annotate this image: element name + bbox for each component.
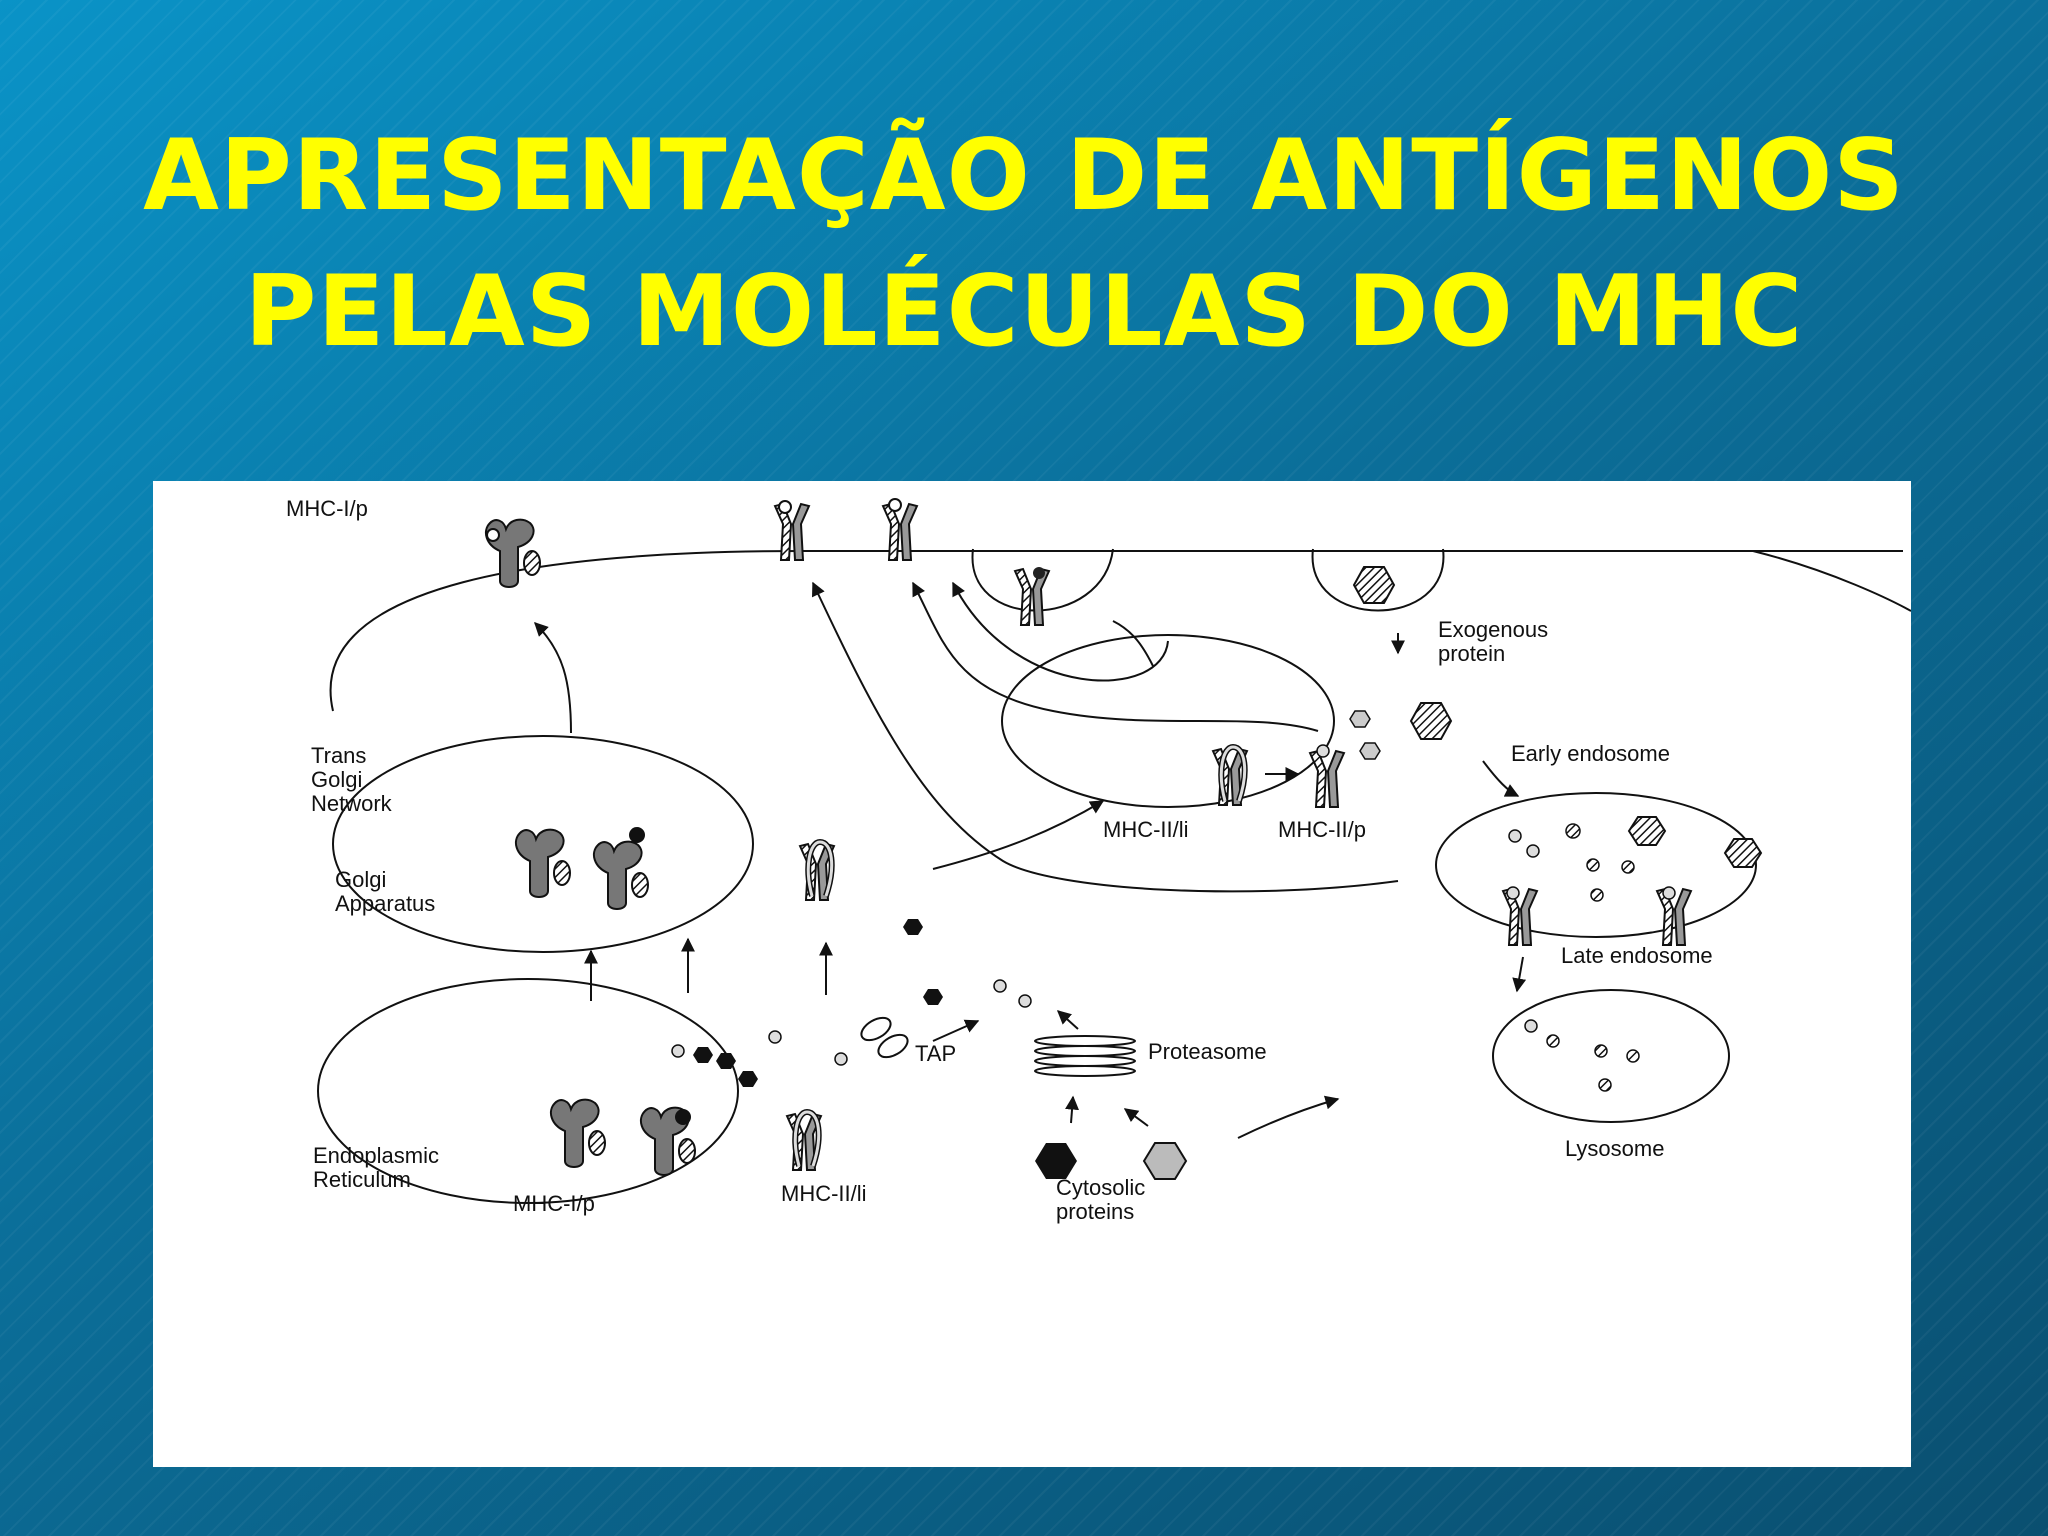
golgi-mhc1-2 xyxy=(592,827,649,910)
label-trans-2: Golgi xyxy=(311,767,362,792)
label-trans-3: Network xyxy=(311,791,393,816)
label-er-1: Endoplasmic xyxy=(313,1143,439,1168)
lysosome xyxy=(1492,989,1730,1123)
endosome-mhc2li xyxy=(1213,747,1247,805)
label-mhc1p-top: MHC-I/p xyxy=(286,496,368,521)
label-lysosome: Lysosome xyxy=(1565,1136,1664,1161)
endoplasmic-reticulum xyxy=(317,978,739,1204)
diagram-panel: MHC-I/p Exogenous protein Early endosome… xyxy=(153,481,1911,1467)
cytosolic-proteins xyxy=(1035,1142,1188,1180)
golgi-mhc1-1 xyxy=(514,828,571,898)
arrows xyxy=(534,581,1527,1139)
surface-mhc2p-1 xyxy=(774,500,810,561)
surface-mhc1p xyxy=(484,518,541,588)
label-mhc2p-endo: MHC-II/p xyxy=(1278,817,1366,842)
label-mhc1p-er: MHC-I/p xyxy=(513,1191,595,1216)
golgi-apparatus xyxy=(332,735,754,953)
label-early-endosome: Early endosome xyxy=(1511,741,1670,766)
er-mhc1-1 xyxy=(549,1098,606,1168)
surface-mhc2p-2 xyxy=(882,498,918,561)
late-endosome-mhc2-2 xyxy=(1656,886,1692,946)
label-tap: TAP xyxy=(915,1041,956,1066)
early-endosome xyxy=(1001,634,1335,808)
label-cytosolic-2: proteins xyxy=(1056,1199,1134,1224)
endocytic-vesicle-mhc2 xyxy=(971,548,1114,626)
lysosome-contents xyxy=(1524,1019,1640,1092)
label-mhc2li-er: MHC-II/li xyxy=(781,1181,867,1206)
label-trans-1: Trans xyxy=(311,743,366,768)
late-endosome-mhc2-1 xyxy=(1502,886,1538,946)
label-golgi-1: Golgi xyxy=(335,867,386,892)
title-line-2: PELAS MOLÉCULAS DO MHC xyxy=(244,255,1804,369)
late-endosome xyxy=(1435,792,1757,938)
label-exogenous-1: Exogenous xyxy=(1438,617,1548,642)
slide-title: APRESENTAÇÃO DE ANTÍGENOS PELAS MOLÉCULA… xyxy=(0,108,2048,380)
label-cytosolic-1: Cytosolic xyxy=(1056,1175,1145,1200)
endosome-mhc2p xyxy=(1309,744,1345,808)
label-mhc2li-endo: MHC-II/li xyxy=(1103,817,1189,842)
peptides-cytosol xyxy=(903,919,1032,1008)
late-endosome-contents xyxy=(1508,816,1763,902)
endocytic-vesicle-exogenous xyxy=(1311,548,1445,612)
label-er-2: Reticulum xyxy=(313,1167,411,1192)
title-line-1: APRESENTAÇÃO DE ANTÍGENOS xyxy=(143,119,1905,233)
mhc-diagram: MHC-I/p Exogenous protein Early endosome… xyxy=(286,496,1911,1224)
er-mhc1-2 xyxy=(639,1106,696,1176)
golgi-mhc2li xyxy=(800,842,834,900)
cell-membrane xyxy=(329,550,1911,712)
proteasome xyxy=(1034,1035,1136,1077)
er-mhc2li xyxy=(787,1112,821,1170)
tap-transporter xyxy=(860,1016,909,1059)
early-endosome-contents xyxy=(1349,702,1453,760)
label-exogenous-2: protein xyxy=(1438,641,1505,666)
label-late-endosome: Late endosome xyxy=(1561,943,1713,968)
label-golgi-2: Apparatus xyxy=(335,891,435,916)
er-contents xyxy=(671,1030,848,1087)
label-proteasome: Proteasome xyxy=(1148,1039,1267,1064)
